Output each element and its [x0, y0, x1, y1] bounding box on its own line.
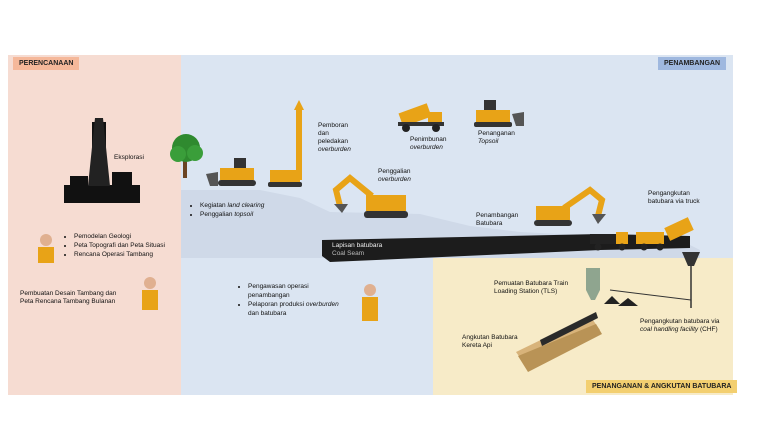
planning-item: Pemodelan Geologi — [74, 232, 184, 241]
pembuatan-label: Pembuatan Desain Tambang dan Peta Rencan… — [20, 290, 117, 305]
inspector-icon — [362, 284, 378, 321]
coal-excavator-icon — [534, 186, 606, 226]
dozer-icon — [206, 158, 256, 186]
tree-icon — [170, 134, 203, 178]
clearing-list: Kegiatan land clearing Penggalian topsoi… — [190, 201, 300, 219]
drill-rig-icon — [268, 100, 304, 187]
mining-tag: PENAMBANGAN — [658, 57, 726, 70]
clearing-item: Kegiatan land clearing — [200, 201, 300, 210]
pengawasan-item: Pengawasan operasi penambangan — [248, 282, 348, 300]
chf-label: Pengangkutan batubara via coal handling … — [640, 318, 720, 333]
coal-train-icon — [516, 312, 602, 372]
pengawasan-item: Pelaporan produksi overburden dan batuba… — [248, 300, 348, 318]
worker-icon — [38, 234, 54, 263]
planning-panel — [8, 55, 181, 395]
planning-item: Rencana Operasi Tambang — [74, 250, 184, 259]
drilling-rig-icon — [64, 118, 140, 203]
excavator-icon — [332, 174, 408, 218]
coal-hopper-icon — [609, 252, 700, 308]
dump-truck-icon — [398, 103, 444, 132]
train-loading-station-icon — [586, 268, 638, 306]
coal-truck-icon — [590, 217, 694, 251]
clearing-item: Penggalian topsoil — [200, 210, 300, 219]
planning-tag: PERENCANAAN — [13, 57, 80, 70]
handling-tag: PENANGANAN & ANGKUTAN BATUBARA — [586, 380, 738, 393]
planning-item: Peta Topografi dan Peta Situasi — [74, 241, 184, 250]
pengawasan-list: Pengawasan operasi penambangan Pelaporan… — [238, 282, 348, 318]
planning-list: Pemodelan Geologi Peta Topografi dan Pet… — [64, 232, 184, 259]
eksplorasi-label: Eksplorasi — [114, 154, 144, 161]
dozer-topsoil-icon — [474, 100, 524, 127]
supervisor-icon — [142, 277, 158, 310]
